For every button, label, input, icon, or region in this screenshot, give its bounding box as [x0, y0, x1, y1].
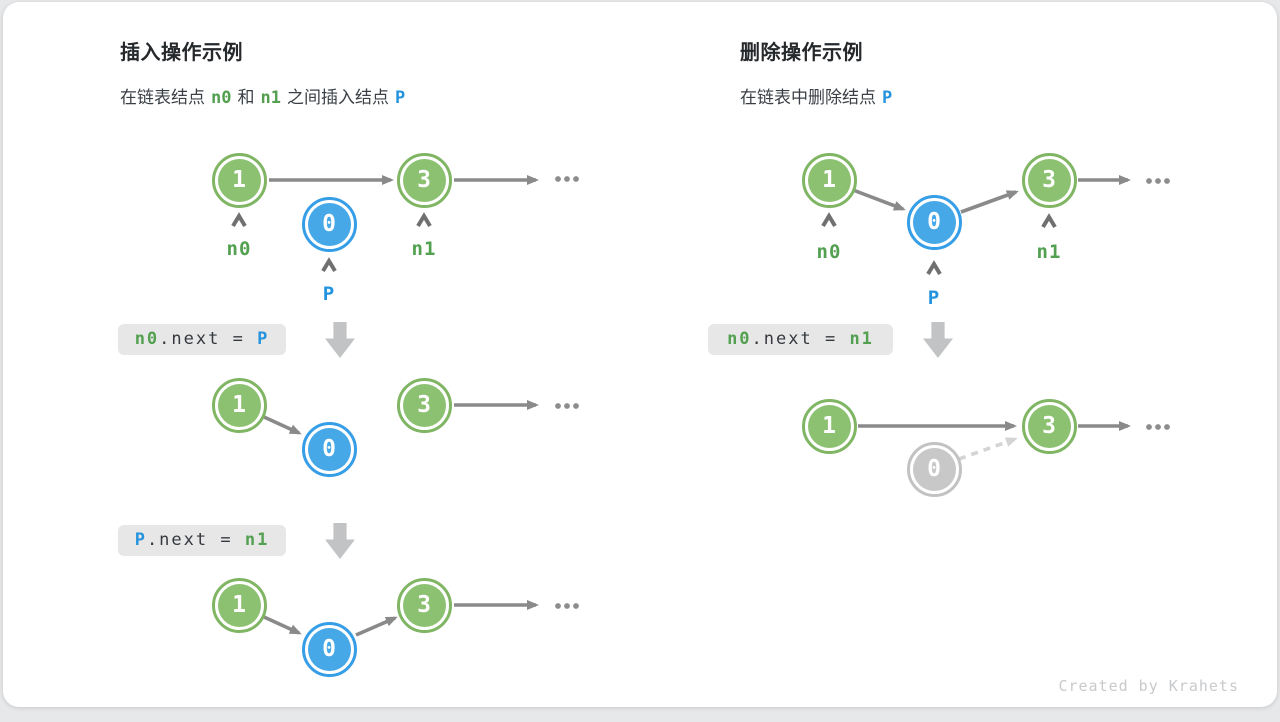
code-op-box: n0.next = P: [118, 324, 286, 355]
node-value: 3: [1027, 158, 1071, 202]
list-node-green: 3: [1021, 152, 1077, 208]
caret-up-icon: [416, 212, 432, 228]
list-node-green: 1: [211, 152, 267, 208]
list-node-gray: 0: [906, 441, 962, 497]
node-value: 3: [1027, 404, 1071, 448]
code-text: .next =: [146, 530, 245, 550]
list-node-blue: 0: [301, 196, 357, 252]
list-node-green: 3: [1021, 398, 1077, 454]
ellipsis-dot: [564, 176, 570, 182]
ellipsis-dot: [573, 603, 579, 609]
code-text: .next =: [751, 329, 850, 349]
list-node-green: 3: [396, 377, 452, 433]
node-value: 1: [807, 404, 851, 448]
subtitle-token-n0: n0: [211, 88, 232, 108]
node-value: 1: [217, 383, 261, 427]
ellipsis-dot: [1164, 424, 1170, 430]
list-node-blue: 0: [301, 621, 357, 677]
subtitle-token-P: P: [394, 88, 406, 108]
node-value: 0: [307, 202, 351, 246]
code-token-P: P: [257, 329, 270, 349]
caret-up-icon: [1041, 213, 1057, 229]
code-text: .next =: [159, 329, 258, 349]
ellipsis-dot: [1164, 178, 1170, 184]
dashed-pointer-arrow: [958, 437, 1018, 461]
ellipsis-dot: [564, 403, 570, 409]
node-value: 0: [307, 627, 351, 671]
ellipsis-dot: [573, 403, 579, 409]
subtitle-token-P: P: [882, 88, 893, 108]
ellipsis-dot: [555, 603, 561, 609]
list-node-blue: 0: [906, 194, 962, 250]
subtitle-text: 在链表中删除结点: [740, 88, 876, 107]
code-token-n0: n0: [727, 329, 752, 349]
caret-up-icon: [821, 212, 837, 228]
node-value: 1: [807, 158, 851, 202]
subtitle-text: 之间插入结点: [286, 88, 389, 107]
node-value: 3: [402, 383, 446, 427]
pointer-label-P: P: [927, 287, 941, 309]
watermark: Created by Krahets: [1058, 677, 1239, 695]
pointer-label-n1: n1: [1036, 241, 1062, 263]
pointer-arrow: [960, 190, 1019, 214]
node-value: 0: [307, 427, 351, 471]
list-node-green: 1: [801, 152, 857, 208]
list-node-green: 1: [211, 577, 267, 633]
code-token-P: P: [134, 530, 147, 550]
list-node-green: 3: [396, 577, 452, 633]
list-node-green: 1: [801, 398, 857, 454]
pointer-arrow: [263, 415, 302, 435]
pointer-label-n0: n0: [816, 241, 842, 263]
node-value: 1: [217, 583, 261, 627]
pointer-label-P: P: [322, 283, 336, 305]
code-op-box: P.next = n1: [118, 525, 286, 556]
node-value: 3: [402, 158, 446, 202]
insert-subtitle: 在链表结点 n0 和 n1 之间插入结点 P: [120, 83, 411, 108]
node-value: 0: [912, 200, 956, 244]
pointer-label-n1: n1: [411, 238, 437, 260]
pointer-label-n0: n0: [226, 238, 252, 260]
node-value: 1: [217, 158, 261, 202]
pointer-arrow: [355, 616, 398, 637]
caret-up-icon: [321, 257, 337, 273]
pointer-arrow: [263, 615, 302, 635]
ellipsis-dot: [555, 176, 561, 182]
caret-up-icon: [231, 212, 247, 228]
arrows-layer: [231, 175, 1170, 637]
code-token-n0: n0: [134, 329, 160, 349]
ellipsis-dot: [1155, 424, 1161, 430]
subtitle-text: 和: [237, 88, 255, 107]
subtitle-text: 在链表结点: [120, 88, 205, 107]
ellipsis-dot: [573, 176, 579, 182]
code-token-n1: n1: [244, 530, 270, 550]
ellipsis-dot: [564, 603, 570, 609]
caret-up-icon: [926, 260, 942, 276]
insert-title: 插入操作示例: [120, 42, 243, 64]
code-op-box: n0.next = n1: [708, 324, 893, 355]
figure-card: 插入操作示例 在链表结点 n0 和 n1 之间插入结点 P 删除操作示例 在链表中删除结点…: [3, 2, 1277, 707]
node-value: 0: [912, 447, 956, 491]
list-node-blue: 0: [301, 421, 357, 477]
node-value: 3: [402, 583, 446, 627]
list-node-green: 3: [396, 152, 452, 208]
subtitle-token-n1: n1: [260, 88, 281, 108]
ellipsis-dot: [1155, 178, 1161, 184]
ellipsis-dot: [1146, 424, 1152, 430]
delete-title: 删除操作示例: [740, 42, 863, 64]
delete-subtitle: 在链表中删除结点 P: [740, 83, 898, 108]
ellipsis-dot: [555, 403, 561, 409]
ellipsis-dot: [1146, 178, 1152, 184]
code-token-n1: n1: [849, 329, 874, 349]
pointer-arrow: [852, 188, 906, 211]
list-node-green: 1: [211, 377, 267, 433]
